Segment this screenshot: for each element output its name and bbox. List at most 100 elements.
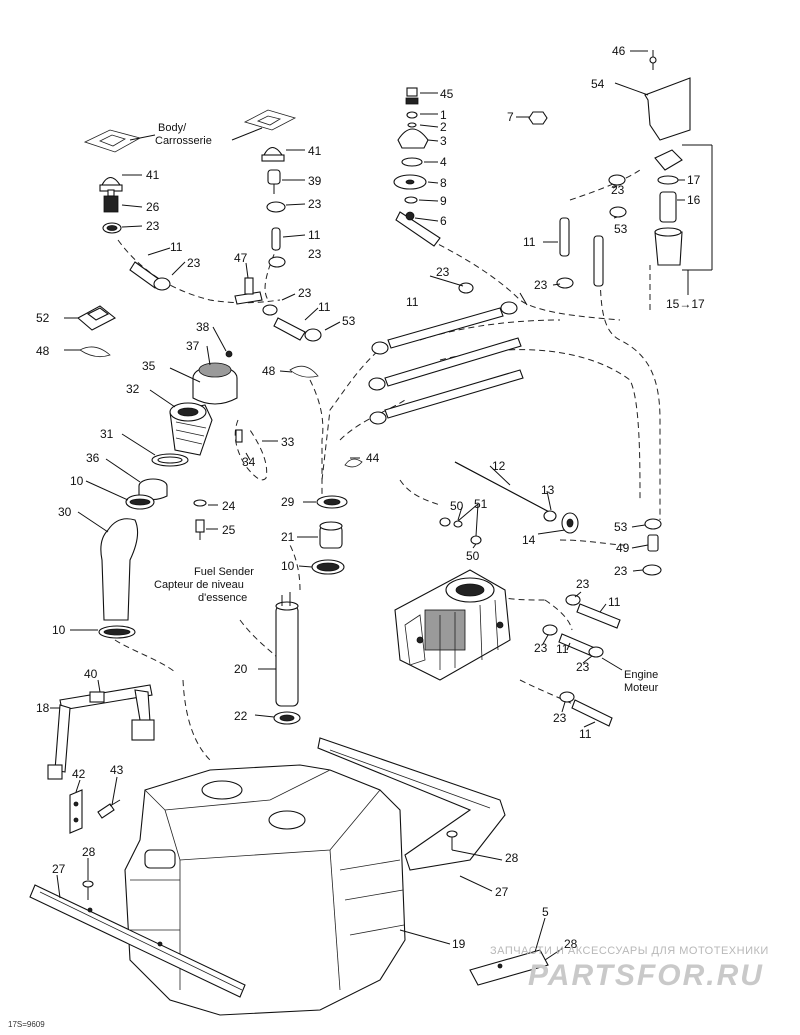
callout-23-f: 23 [436,265,450,279]
screw-28-left [82,880,94,900]
callout-17: 17 [687,173,701,187]
callout-23-a: 23 [308,197,322,211]
callout-41-right: 41 [308,144,322,158]
callout-23-l: 23 [576,660,590,674]
hose-11-long-third [369,369,524,425]
callout-11-b: 11 [170,240,183,254]
tie-48-mid [289,365,319,378]
callout-10-b: 10 [281,559,295,573]
callout-31: 31 [100,427,114,441]
callout-2: 2 [440,120,447,134]
adapter-36 [138,478,168,501]
clamp-10-upper [125,494,155,510]
callout-28-bottom: 28 [564,937,578,951]
hose-11-mid [262,256,322,342]
plate-5 [469,949,549,986]
callout-10-c: 10 [52,623,66,637]
callout-11-c: 11 [318,300,331,314]
nut-7 [528,111,548,125]
callout-5: 5 [542,905,549,919]
connector-21 [319,521,343,549]
clip-44 [344,458,363,468]
washers-50-51 [439,517,482,545]
callout-54: 54 [591,77,605,91]
valve-39 [267,169,281,194]
washer-24-screw-25 [193,499,207,540]
callout-44: 44 [366,451,380,465]
callout-23-h: 23 [611,183,625,197]
grommet-29 [316,495,348,509]
callout-53-c: 53 [614,520,628,534]
callout-11-h: 11 [579,727,592,741]
callout-13: 13 [541,483,555,497]
callout-36: 36 [86,451,100,465]
callout-23-g: 23 [534,278,548,292]
callout-3: 3 [440,134,447,148]
gasket-31 [151,453,189,467]
callout-51: 51 [474,497,488,511]
watermark-logo: PARTSFOR.RU [528,959,764,992]
callout-30: 30 [58,505,72,519]
plug-38 [225,350,233,358]
callout-50-a: 50 [450,499,464,513]
filler-hose-30 [100,518,139,621]
callout-27-left: 27 [52,862,66,876]
bracket-54 [644,50,691,141]
callout-23-d: 23 [187,256,201,270]
callout-53-b: 53 [614,222,628,236]
tie-48-left [79,346,111,358]
fuel-sender-label-line2: Capteur de niveau [154,579,244,591]
engine-hoses [542,594,621,727]
callout-48-left: 48 [36,344,50,358]
bracket-42 [69,789,83,834]
watermark-text: ЗАПЧАСТИ И АКСЕССУАРЫ ДЛЯ МОТОТЕХНИКИ [490,945,769,957]
callout-23-j: 23 [576,577,590,591]
clamp-23-right [266,201,286,213]
callout-9: 9 [440,194,447,208]
callout-34: 34 [242,455,256,469]
body-panel-left [83,129,142,153]
callout-47: 47 [234,251,248,265]
clamp-10-lower [98,625,136,639]
callout-15-17: 15→17 [666,297,705,311]
callout-53-a: 53 [342,314,356,328]
tank-shield-plate [317,737,506,871]
clip-52 [77,305,117,331]
callout-27-right: 27 [495,885,509,899]
callout-23-m: 23 [553,711,567,725]
watermark: ЗАПЧАСТИ И АКСЕССУАРЫ ДЛЯ МОТОТЕХНИКИ PA… [490,945,769,992]
hose-11-long-upper [371,282,518,355]
callout-23-c: 23 [308,247,322,261]
callout-8: 8 [440,176,447,190]
fuel-sender-label-line3: d'essence [198,592,247,604]
callout-28-left: 28 [82,845,96,859]
callout-10-a: 10 [70,474,84,488]
body-label-line2: Carrosserie [155,135,212,147]
callout-11-f: 11 [608,595,621,609]
callout-21: 21 [281,530,295,544]
carburetor [394,569,511,681]
vent-cap-41-right [261,146,285,162]
clamp-23-left [102,222,122,234]
callout-11-g: 11 [556,642,569,656]
callout-24: 24 [222,499,236,513]
callout-14: 14 [522,533,536,547]
callout-52: 52 [36,311,50,325]
vent-cap-41-left [99,176,123,192]
pickup-tube-12 [454,461,556,516]
check-valve-26 [103,189,119,213]
callout-48-mid: 48 [262,364,276,378]
gasket-22 [273,711,301,725]
fuel-tank-19 [124,764,406,1016]
callout-25: 25 [222,523,236,537]
callout-28-right: 28 [505,851,519,865]
callout-23-k: 23 [534,641,548,655]
callout-45: 45 [440,87,454,101]
filler-neck-32 [169,402,213,456]
grommet-13-14 [543,510,579,534]
callout-33: 33 [281,435,295,449]
callout-11-a: 11 [308,228,321,242]
body-label-line1: Body/ [158,122,187,134]
clamps-23-right-top [556,174,627,289]
hose-11-small [271,227,281,251]
